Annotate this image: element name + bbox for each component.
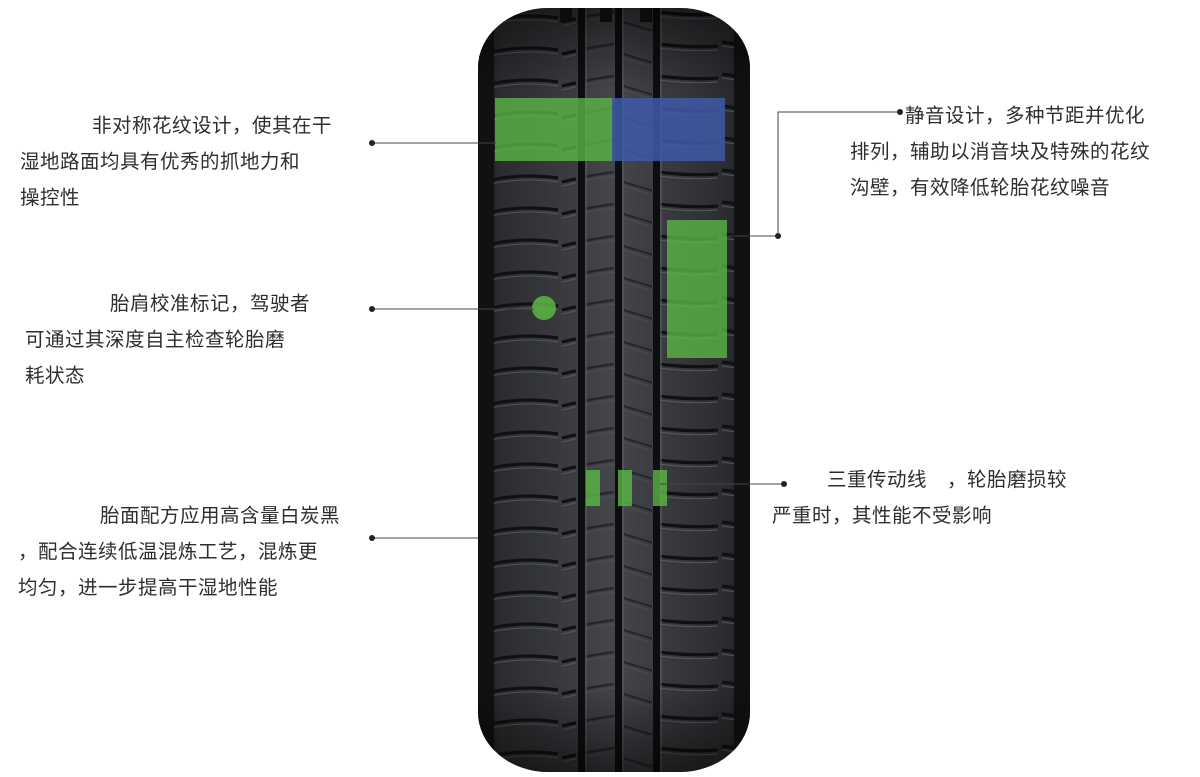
callout-line: 静音设计，多种节距并优化 bbox=[905, 104, 1146, 127]
drive-line-1 bbox=[586, 470, 600, 506]
callout-compound: 胎面配方应用高含量白炭黑 ，配合连续低温混炼工艺，混炼更 均匀，进一步提高干湿地… bbox=[18, 498, 368, 606]
callout-line: ，配合连续低温混炼工艺，混炼更 bbox=[18, 540, 319, 563]
callout-line: 严重时，其性能不受影响 bbox=[772, 504, 993, 527]
callout-line: 沟壁，有效降低轮胎花纹噪音 bbox=[850, 176, 1111, 199]
callout-triple-drive-line: 三重传动线 ，轮胎磨损较 严重时，其性能不受影响 bbox=[772, 462, 1112, 534]
callout-line: 胎肩校准标记，驾驶者 bbox=[110, 292, 311, 315]
callout-line: 可通过其深度自主检查轮胎磨 bbox=[25, 328, 286, 351]
callout-line: 非对称花纹设计，使其在干 bbox=[92, 114, 333, 137]
asymmetric-zone-blue bbox=[612, 98, 725, 161]
noise-block-zone bbox=[667, 220, 727, 358]
asymmetric-zone-green bbox=[495, 98, 612, 161]
wear-indicator-dot bbox=[532, 296, 556, 320]
callout-line: 湿地路面均具有优秀的抓地力和 bbox=[20, 150, 301, 173]
callout-line: 三重传动线 ，轮胎磨损较 bbox=[827, 468, 1068, 491]
drive-line-2 bbox=[618, 470, 632, 506]
callout-shoulder-indicator: 胎肩校准标记，驾驶者 可通过其深度自主检查轮胎磨 耗状态 bbox=[25, 286, 365, 394]
callout-asymmetric-tread: 非对称花纹设计，使其在干 湿地路面均具有优秀的抓地力和 操控性 bbox=[20, 108, 365, 216]
callout-line: 排列，辅助以消音块及特殊的花纹 bbox=[850, 140, 1151, 163]
callout-line: 耗状态 bbox=[25, 364, 86, 387]
callout-silent-design: 静音设计，多种节距并优化 排列，辅助以消音块及特殊的花纹 沟壁，有效降低轮胎花纹… bbox=[850, 98, 1190, 206]
leader-dots bbox=[369, 109, 903, 541]
callout-line: 均匀，进一步提高干湿地性能 bbox=[18, 576, 279, 599]
callout-line: 胎面配方应用高含量白炭黑 bbox=[100, 504, 341, 527]
leader-lines bbox=[372, 111, 900, 539]
drive-line-3 bbox=[653, 470, 667, 506]
callout-line: 操控性 bbox=[20, 186, 81, 209]
